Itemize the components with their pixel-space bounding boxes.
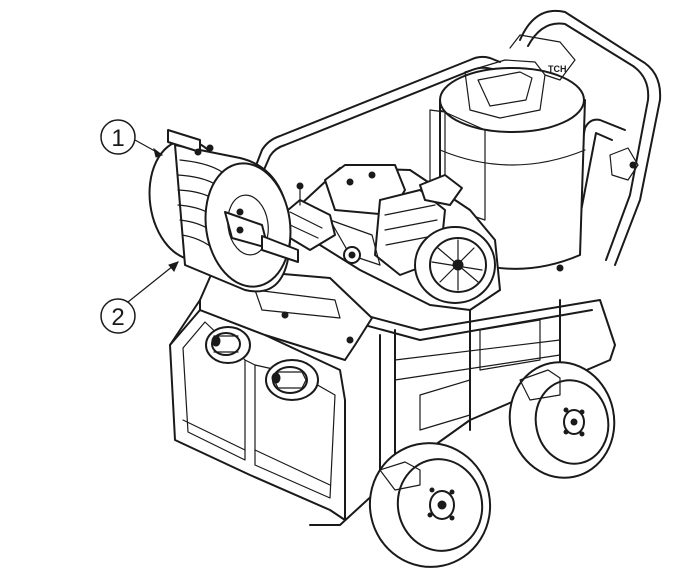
- fuel-cap: [205, 326, 251, 364]
- front-wheel: [368, 442, 492, 568]
- tank-brand-label: TCH: [548, 64, 567, 74]
- hose-reel-crank: [224, 208, 299, 263]
- callout-1-number: 1: [111, 125, 124, 152]
- axle-bracket: [379, 369, 561, 491]
- rear-wheel: [508, 361, 616, 479]
- engine: [299, 164, 501, 311]
- callout-1: 1: [100, 119, 164, 158]
- callout-2-number: 2: [111, 304, 124, 331]
- handle-frame: [254, 9, 662, 266]
- detergent-cap: [265, 359, 319, 401]
- callout-2: 2: [100, 261, 179, 334]
- hose-reel: [148, 129, 292, 293]
